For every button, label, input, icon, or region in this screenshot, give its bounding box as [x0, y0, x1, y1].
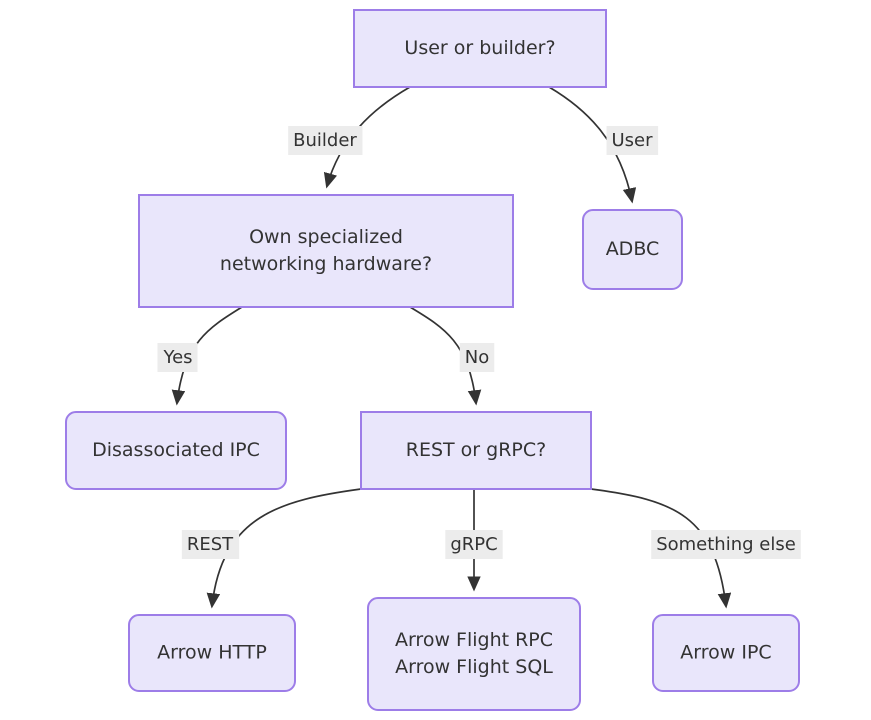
node-adbc[interactable]: ADBC [582, 209, 683, 290]
node-box-rest_or_grpc [360, 411, 592, 490]
edge-own_hardware-to-rest_or_grpc [409, 306, 482, 406]
edge-label-text: Builder [293, 130, 357, 151]
edge-label-background [288, 126, 363, 155]
edges-layer [171, 86, 732, 609]
edge-label-background [606, 126, 659, 155]
edge-label-background [459, 343, 495, 372]
edge-label-user_or_builder-to-own_hardware: Builder [288, 126, 363, 155]
node-label-disassociated_ipc: Disassociated IPC [92, 439, 260, 461]
edge-label-own_hardware-to-rest_or_grpc: No [459, 343, 495, 372]
node-box-arrow_flight [367, 597, 581, 711]
edge-label-background [651, 530, 801, 559]
node-label-rest_or_grpc: REST or gRPC? [406, 439, 546, 461]
edge-label-text: User [611, 130, 653, 151]
edge-label-own_hardware-to-disassociated_ipc: Yes [157, 343, 198, 372]
edge-label-rest_or_grpc-to-arrow_http: REST [181, 530, 240, 559]
node-label-arrow_ipc: Arrow IPC [680, 642, 771, 664]
node-label-adbc: ADBC [606, 238, 660, 260]
edge-rest_or_grpc-to-arrow_ipc [590, 488, 732, 609]
node-label-own_hardware: Own specialized [249, 226, 403, 248]
edge-label-text: gRPC [450, 534, 497, 555]
node-box-adbc [582, 209, 683, 290]
edge-label-rest_or_grpc-to-arrow_ipc: Something else [651, 530, 801, 559]
node-box-own_hardware [138, 194, 514, 308]
node-label-arrow_flight: Arrow Flight SQL [395, 656, 553, 678]
node-rest_or_grpc[interactable]: REST or gRPC? [360, 411, 592, 490]
node-own_hardware[interactable]: Own specialized networking hardware? [138, 194, 514, 308]
edge-label-user_or_builder-to-adbc: User [606, 126, 659, 155]
node-label-own_hardware: networking hardware? [220, 253, 432, 275]
node-arrow_ipc[interactable]: Arrow IPC [652, 614, 800, 692]
edge-label-background [157, 343, 198, 372]
node-box-user_or_builder [353, 9, 607, 88]
node-arrow_http[interactable]: Arrow HTTP [128, 614, 296, 692]
node-box-arrow_ipc [652, 614, 800, 692]
node-label-user_or_builder: User or builder? [404, 37, 555, 59]
node-user_or_builder[interactable]: User or builder? [353, 9, 607, 88]
edge-user_or_builder-to-adbc [548, 86, 637, 204]
edge-label-background [181, 530, 240, 559]
edge-label-text: REST [187, 534, 234, 555]
node-label-arrow_http: Arrow HTTP [157, 642, 267, 664]
node-disassociated_ipc[interactable]: Disassociated IPC [65, 411, 287, 490]
node-label-arrow_flight: Arrow Flight RPC [395, 629, 553, 651]
edge-label-background [445, 530, 503, 559]
nodes-layer: User or builder? Own specialized networkin… [65, 9, 800, 711]
edge-label-rest_or_grpc-to-arrow_flight: gRPC [445, 530, 503, 559]
node-arrow_flight[interactable]: Arrow Flight RPC Arrow Flight SQL [367, 597, 581, 711]
edge-own_hardware-to-disassociated_ipc [171, 306, 243, 406]
edge-label-text: No [465, 347, 489, 368]
edge-label-text: Something else [656, 534, 796, 555]
node-box-disassociated_ipc [65, 411, 287, 490]
edge-rest_or_grpc-to-arrow_http [206, 488, 362, 609]
node-box-arrow_http [128, 614, 296, 692]
edge-label-text: Yes [162, 347, 192, 368]
